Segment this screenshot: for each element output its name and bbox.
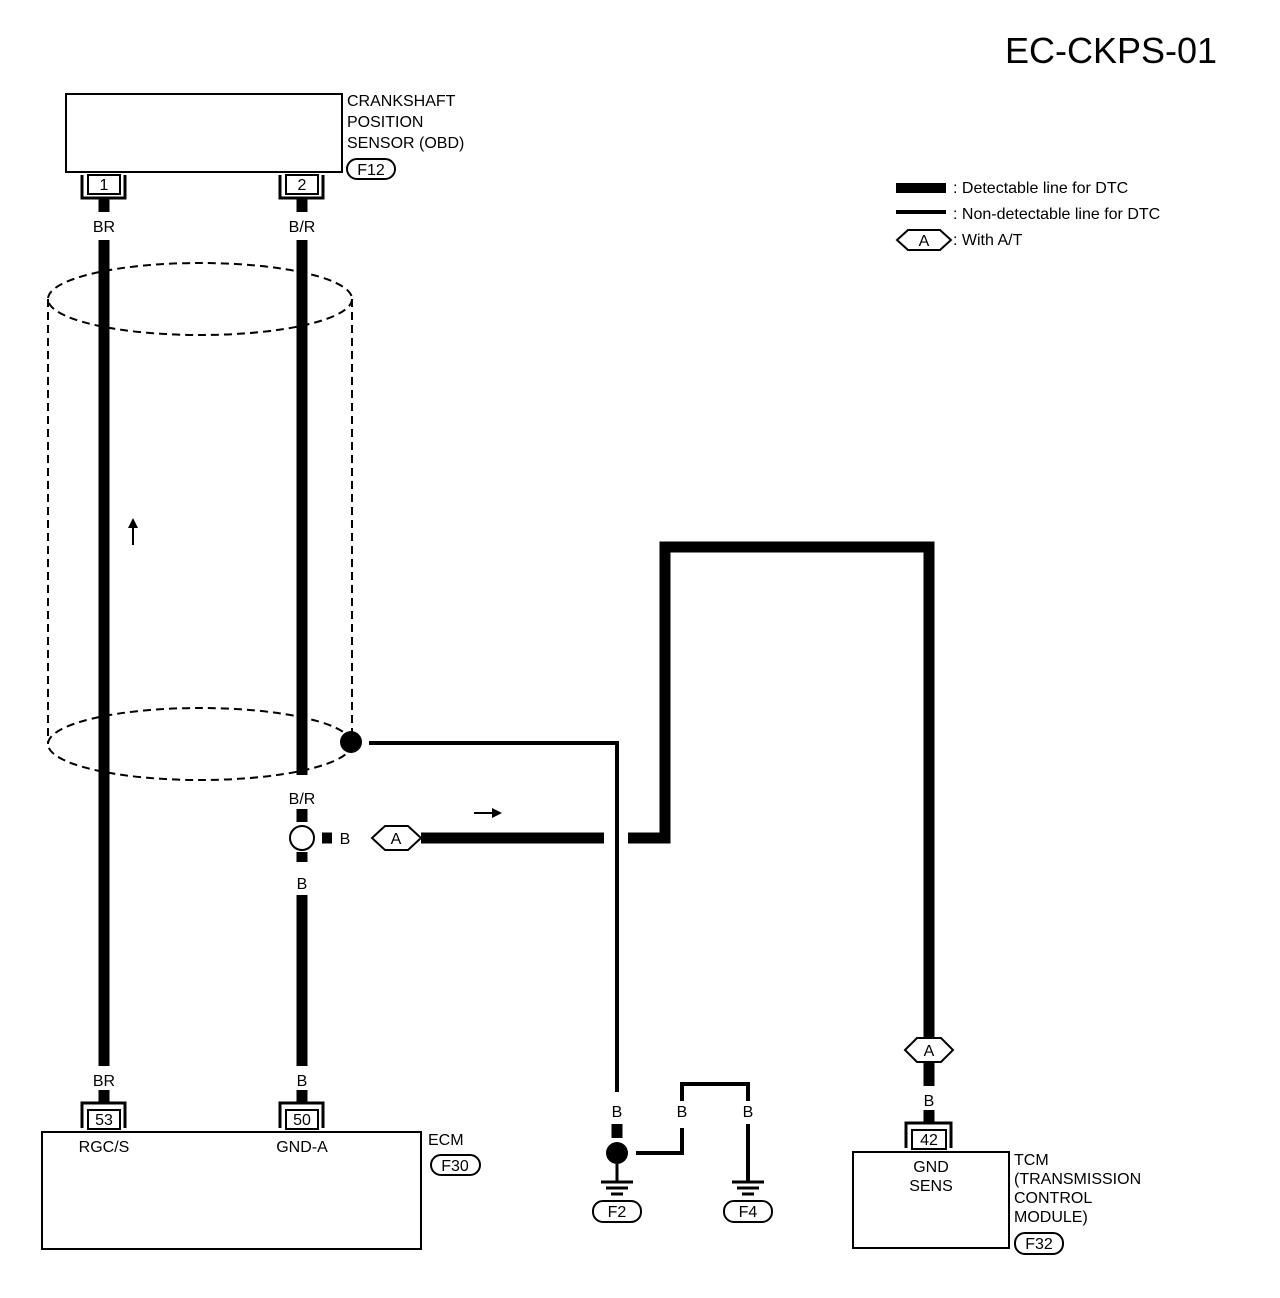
at-wire-to-tcm (628, 541, 935, 1038)
wire-color-junction-lower: B (297, 876, 308, 893)
wire-color-junction-right: B (340, 831, 351, 848)
wire-color-ecm-53: BR (93, 1073, 115, 1090)
ground-link-wire-color: B (677, 1104, 688, 1121)
ground-f4-connector-pill (723, 1200, 773, 1223)
tcm-box (852, 1151, 1010, 1249)
tcm-name-line-3: CONTROL (1014, 1190, 1092, 1207)
tcm-name-line-1: TCM (1014, 1152, 1049, 1169)
wire-color-ecm-50: B (297, 1073, 308, 1090)
crankshaft-position-sensor: CRANKSHAFT POSITION SENSOR (OBD) F12 (65, 93, 464, 180)
wire-color-br-top: BR (93, 219, 115, 236)
ecm-pin-53: 53 (80, 1101, 127, 1130)
tcm-connector-pill (1014, 1232, 1064, 1255)
junction-connector-node (289, 825, 315, 851)
wire-color-junction-upper: B/R (289, 791, 316, 808)
sensor-box (65, 93, 343, 173)
ground-f2-wire-color: B (612, 1104, 623, 1121)
ground-f4: B F4 (723, 1104, 773, 1223)
signal-right-arrow-icon (474, 808, 502, 818)
tcm: GND SENS TCM (TRANSMISSION CONTROL MODUL… (852, 1151, 1141, 1255)
ecm-pin-50: 50 (278, 1101, 325, 1130)
sensor-name-line-1: CRANKSHAFT (347, 93, 456, 110)
junction-at-marker: A (391, 831, 402, 848)
tcm-pin-label-line-1: GND (913, 1159, 949, 1176)
legend: : Detectable line for DTC : Non-detectab… (895, 180, 1160, 251)
ground-f2-connector-pill (592, 1200, 642, 1223)
tcm-pin-42: 42 (904, 1121, 953, 1150)
ground-f4-wire-color: B (743, 1104, 754, 1121)
ground-f4-connector-id: F4 (739, 1204, 758, 1221)
ground-f2: B F2 (592, 1104, 642, 1223)
ground-bridge-wire (680, 1082, 750, 1101)
ecm-box (41, 1131, 422, 1250)
wire-color-br-slash-top: B/R (289, 219, 316, 236)
tcm-pin-label-line-2: SENS (909, 1178, 953, 1195)
ecm-pin-50-label: GND-A (276, 1139, 328, 1156)
page-id: EC-CKPS-01 (1005, 30, 1217, 71)
legend-non-detectable-swatch (896, 210, 946, 214)
sensor-pin-1: 1 (80, 174, 127, 200)
ecm-pin-53-label: RGC/S (79, 1139, 130, 1156)
legend-at-symbol: A (919, 233, 930, 250)
shield-ground-wire (369, 741, 619, 1092)
tcm-name-line-4: MODULE) (1014, 1209, 1088, 1226)
legend-non-detectable-text: : Non-detectable line for DTC (953, 206, 1160, 223)
tcm-at-marker: A (924, 1043, 935, 1060)
signal-up-arrow-icon (128, 518, 138, 545)
sensor-connector-id: F12 (357, 162, 385, 179)
ecm-connector-id: F30 (441, 1158, 469, 1175)
legend-at-text: : With A/T (953, 232, 1023, 249)
tcm-at-hexagon-icon (903, 1037, 955, 1063)
ground-f2-node (606, 1142, 628, 1164)
legend-detectable-swatch (896, 183, 946, 193)
legend-detectable-text: : Detectable line for DTC (953, 180, 1128, 197)
tcm-wire-color: B (924, 1093, 935, 1110)
sensor-pin-2: 2 (278, 174, 325, 200)
sensor-pin-1-number: 1 (100, 177, 109, 194)
ecm: RGC/S GND-A ECM F30 (41, 1131, 481, 1250)
sensor-name-line-2: POSITION (347, 114, 423, 131)
tcm-pin-42-number: 42 (920, 1132, 938, 1149)
ecm-pin-53-number: 53 (95, 1112, 113, 1129)
tcm-name-line-2: (TRANSMISSION (1014, 1171, 1141, 1188)
sensor-pin-2-number: 2 (298, 177, 307, 194)
shield-ground-node (340, 731, 362, 753)
ecm-connector-pill (430, 1154, 481, 1176)
ecm-name: ECM (428, 1132, 464, 1149)
sensor-connector-pill (346, 158, 396, 180)
sensor-name-line-3: SENSOR (OBD) (347, 135, 464, 152)
tcm-connector-id: F32 (1025, 1236, 1053, 1253)
legend-at-hexagon-icon (895, 229, 953, 251)
ground-f2-connector-id: F2 (608, 1204, 627, 1221)
ground-link-wire (636, 1128, 684, 1155)
ecm-pin-50-number: 50 (293, 1112, 311, 1129)
